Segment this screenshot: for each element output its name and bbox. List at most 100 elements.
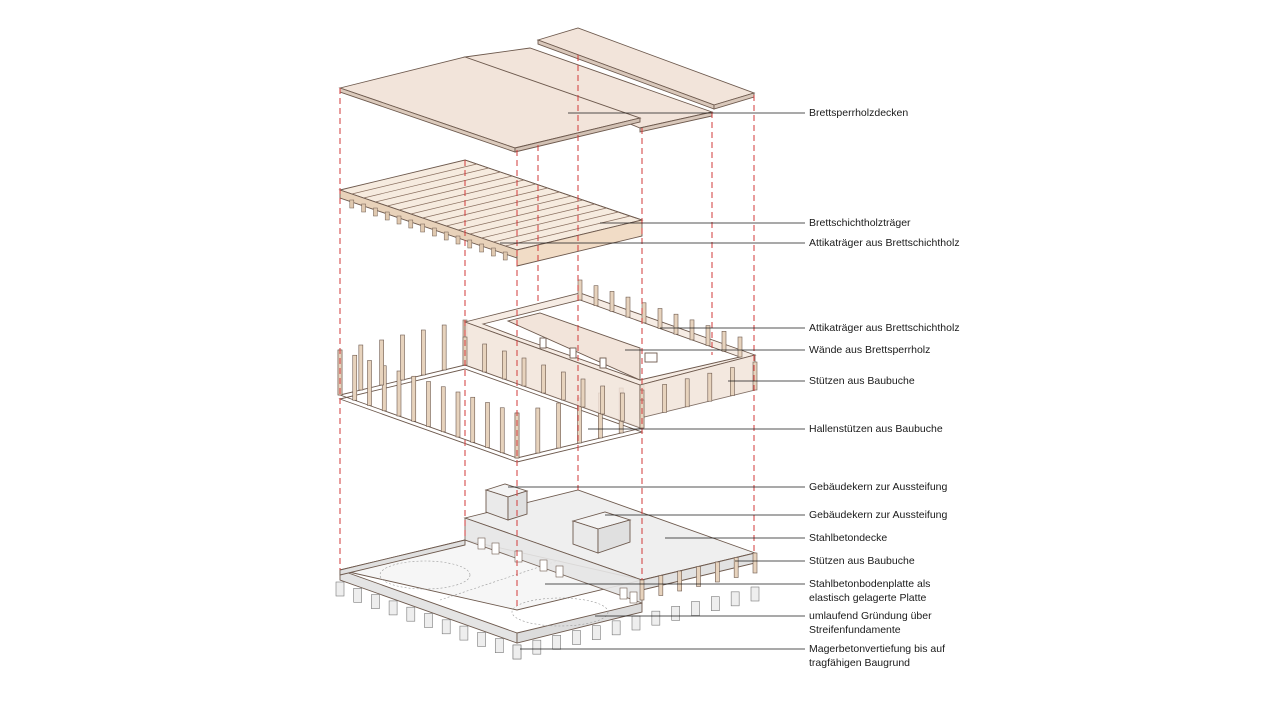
label-brettschichtholztraeger: Brettschichtholzträger <box>809 217 911 229</box>
timber-column <box>421 329 426 376</box>
clt-roof-slabs <box>338 27 756 153</box>
glulam-beam <box>505 215 631 247</box>
timber-column <box>556 402 561 449</box>
timber-column <box>426 381 431 427</box>
beam-end <box>479 243 484 253</box>
glulam-beam <box>375 171 501 203</box>
timber-column <box>609 291 615 312</box>
glulam-beam <box>387 175 513 207</box>
timber-column <box>441 324 447 371</box>
leader-lines <box>500 112 805 650</box>
wall-opening <box>539 559 548 572</box>
strip-footing <box>592 625 601 640</box>
label-bodenplatte: Stahlbetonbodenplatte als elastisch gela… <box>809 578 931 604</box>
timber-column <box>470 396 476 443</box>
timber-column <box>521 357 527 387</box>
strip-footing <box>750 586 760 602</box>
timber-column <box>705 325 711 346</box>
beam-end <box>432 227 437 237</box>
timber-column <box>733 557 739 578</box>
timber-column <box>662 384 667 413</box>
timber-column <box>502 350 507 380</box>
beam-end <box>443 231 449 241</box>
label-gebaeudekern-right: Gebäudekern zur Aussteifung <box>809 509 948 521</box>
timber-column <box>455 391 461 438</box>
timber-column <box>689 319 695 341</box>
strip-footing <box>651 610 661 626</box>
timber-column <box>620 392 625 422</box>
glulam-beam <box>446 195 572 227</box>
glulam-beam <box>422 187 548 219</box>
strip-footing <box>353 587 363 603</box>
timber-column <box>499 407 505 454</box>
glulam-beam <box>457 199 584 231</box>
timber-column <box>625 296 631 318</box>
timber-column <box>352 354 358 401</box>
glulam-beam <box>434 191 560 223</box>
timber-column <box>379 339 384 386</box>
strip-footing <box>494 638 504 654</box>
projection-lines <box>339 55 755 610</box>
concrete-ground-level <box>335 483 760 660</box>
wall-opening <box>629 591 638 604</box>
strip-footing <box>477 632 486 647</box>
timber-column <box>485 402 490 448</box>
timber-column <box>737 336 743 358</box>
beam-end <box>420 223 425 233</box>
building-core-left <box>484 483 529 521</box>
strip-footing <box>512 644 522 660</box>
beam-end <box>384 211 390 221</box>
timber-column <box>400 334 405 381</box>
timber-column <box>381 365 387 412</box>
timber-column <box>715 561 720 583</box>
beam-end <box>455 235 461 245</box>
beam-end <box>491 247 496 257</box>
beam-end <box>361 203 366 213</box>
timber-column <box>721 330 727 352</box>
timber-column <box>707 372 713 402</box>
strip-footing <box>335 581 345 597</box>
timber-column <box>396 370 402 417</box>
timber-column <box>730 367 735 396</box>
label-gebaeudekern-left: Gebäudekern zur Aussteifung <box>809 481 948 493</box>
timber-column <box>639 579 645 601</box>
timber-column <box>684 378 690 408</box>
timber-column <box>657 308 663 329</box>
building-core-right <box>571 511 632 554</box>
timber-column <box>673 313 679 335</box>
glulam-beam <box>493 211 619 243</box>
timber-column <box>482 343 487 373</box>
wall-opening <box>555 565 564 578</box>
timber-column <box>658 575 664 596</box>
strip-footing <box>388 600 398 616</box>
strip-footing <box>611 620 621 636</box>
timber-column <box>600 385 605 415</box>
beam-end <box>373 207 378 217</box>
timber-column <box>580 378 586 408</box>
glulam-beam-grid <box>338 159 644 267</box>
strip-footing <box>441 619 451 635</box>
column-and-wall-level <box>337 279 758 463</box>
timber-column <box>411 375 417 422</box>
label-gruendung: umlaufend Gründung über Streifenfundamen… <box>809 610 932 636</box>
glulam-beam <box>398 179 525 211</box>
label-hallenstuetzen: Hallenstützen aus Baubuche <box>809 423 943 435</box>
timber-column <box>367 360 372 406</box>
glulam-beam <box>363 167 489 199</box>
wall-opening <box>514 550 523 563</box>
label-attikatraeger-walls: Attikaträger aus Brettschichtholz <box>809 322 960 334</box>
beam-end <box>467 239 473 249</box>
timber-column <box>677 570 682 592</box>
timber-column <box>641 302 647 324</box>
wall-opening <box>619 587 628 600</box>
beam-end <box>349 199 355 209</box>
wall-opening <box>477 537 486 550</box>
label-brettsperrholzdecken: Brettsperrholzdecken <box>809 107 909 119</box>
timber-column <box>535 407 541 454</box>
label-stuetzen-upper: Stützen aus Baubuche <box>809 375 915 387</box>
glulam-beam <box>481 207 607 239</box>
label-stahlbetondecke: Stahlbetondecke <box>809 532 888 544</box>
strip-footing <box>711 596 720 611</box>
timber-column <box>696 566 701 587</box>
strip-footing <box>459 625 469 641</box>
